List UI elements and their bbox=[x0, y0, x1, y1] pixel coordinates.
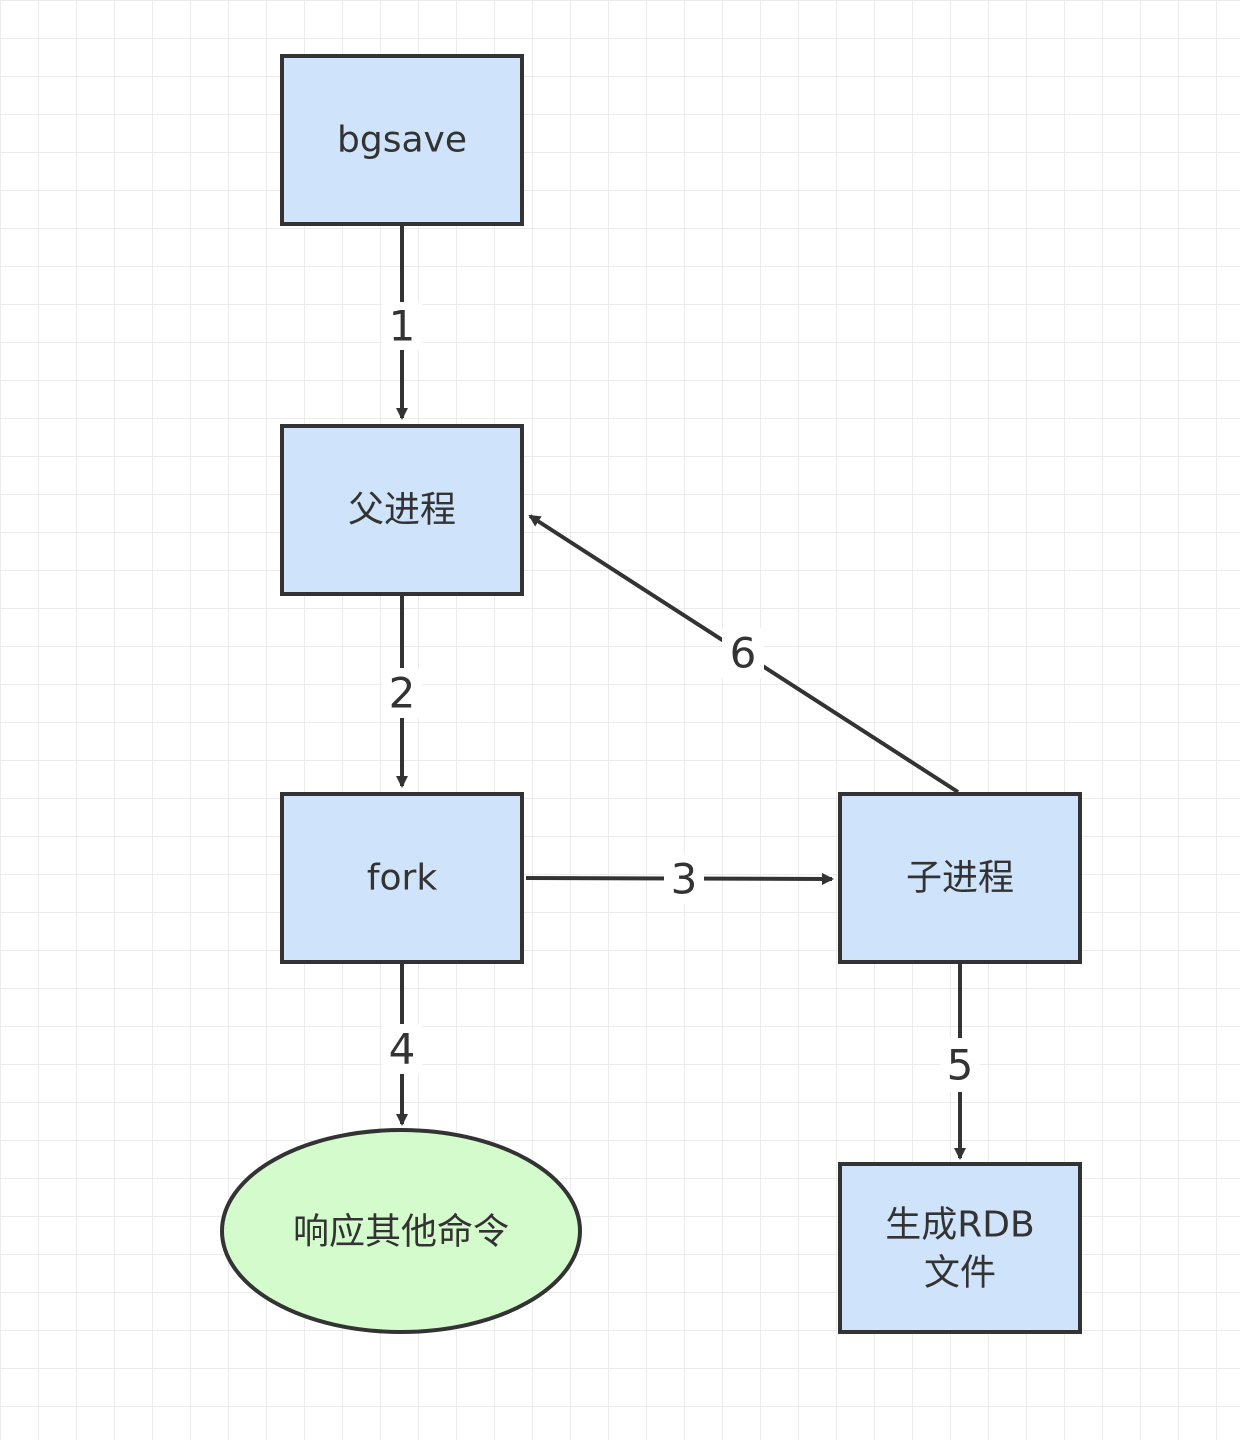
edge-4: 4 bbox=[382, 962, 422, 1126]
node-respond-commands-ellipse bbox=[220, 1128, 582, 1334]
node-fork-box bbox=[280, 792, 524, 964]
edge-6-label: 6 bbox=[730, 629, 757, 678]
edge-1: 1 bbox=[382, 224, 422, 420]
edge-5-label-bg bbox=[940, 1038, 980, 1092]
node-generate-rdb: 生成RDB 文件 bbox=[838, 1162, 1082, 1334]
node-fork-label: fork bbox=[367, 858, 438, 899]
node-bgsave-label: bgsave bbox=[337, 120, 467, 161]
node-parent-process-box bbox=[280, 424, 524, 596]
edge-3-label-bg bbox=[664, 854, 704, 904]
node-parent-process: 父进程 bbox=[280, 424, 524, 596]
node-bgsave-box bbox=[280, 54, 524, 226]
edge-3: 3 bbox=[525, 854, 834, 904]
node-generate-rdb-label-line2: 文件 bbox=[924, 1253, 996, 1294]
edge-4-label-bg bbox=[382, 1024, 422, 1074]
node-respond-commands-label: 响应其他命令 bbox=[293, 1212, 509, 1253]
edge-2: 2 bbox=[382, 594, 422, 788]
node-child-process-box bbox=[838, 792, 1082, 964]
node-child-process-label: 子进程 bbox=[906, 858, 1014, 899]
edge-6-label-bg bbox=[722, 628, 764, 678]
edge-2-label-bg bbox=[382, 668, 422, 718]
edge-1-label-bg bbox=[382, 302, 422, 350]
node-bgsave: bgsave bbox=[280, 54, 524, 226]
node-generate-rdb-box bbox=[838, 1162, 1082, 1334]
node-generate-rdb-label-line1: 生成RDB bbox=[885, 1205, 1034, 1246]
node-parent-process-label: 父进程 bbox=[348, 490, 456, 531]
edge-3-label: 3 bbox=[671, 855, 698, 904]
edge-5-label: 5 bbox=[947, 1041, 974, 1090]
edge-1-label: 1 bbox=[389, 302, 416, 351]
node-child-process: 子进程 bbox=[838, 792, 1082, 964]
node-respond-commands: 响应其他命令 bbox=[220, 1128, 582, 1334]
edge-2-label: 2 bbox=[389, 669, 416, 718]
edge-4-label: 4 bbox=[389, 1025, 416, 1074]
edge-5: 5 bbox=[940, 962, 980, 1160]
edge-6: 6 bbox=[528, 514, 960, 794]
node-fork: fork bbox=[280, 792, 524, 964]
